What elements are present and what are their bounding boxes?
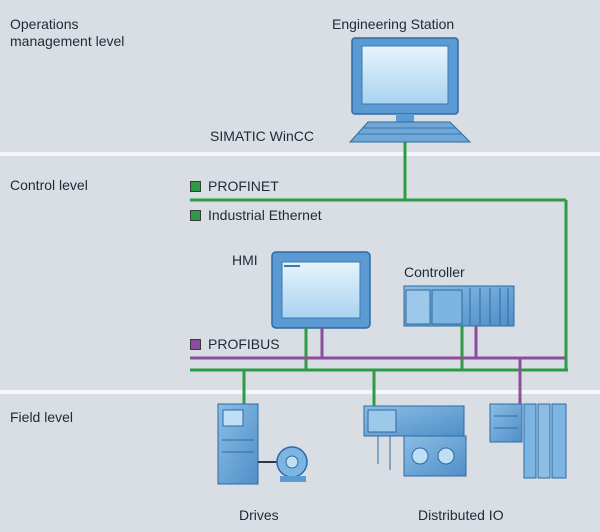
legend-profibus: PROFIBUS [190,336,280,353]
field-level-label: Field level [10,409,74,425]
engineering-station-pc-icon [348,37,472,143]
industrial-ethernet-network-lines [190,142,568,406]
divider-operations-control [0,152,600,156]
industrial-ethernet-label: Industrial Ethernet [208,207,322,223]
distributed-io-station-1-icon [363,405,467,477]
controller-label: Controller [404,264,465,280]
legend-profinet: PROFINET [190,178,279,195]
drive-and-motor-icon [217,403,308,485]
engineering-station-label: Engineering Station [332,16,455,32]
profibus-network-lines [190,326,566,404]
industrial-ethernet-swatch [190,210,201,221]
operations-level-label: Operations management level [10,16,125,49]
drives-label: Drives [239,507,279,523]
profibus-label: PROFIBUS [208,336,280,352]
hmi-panel-icon [271,251,371,329]
control-level-label: Control level [10,177,88,193]
distributed-io-label: Distributed IO [418,507,504,523]
profinet-label: PROFINET [208,178,279,194]
controller-plc-icon [403,285,515,327]
distributed-io-station-2-icon [489,403,567,479]
hmi-label: HMI [232,252,258,268]
profinet-swatch [190,181,201,192]
divider-control-field [0,390,600,394]
simatic-wincc-label: SIMATIC WinCC [210,128,314,144]
profibus-swatch [190,339,201,350]
legend-industrial-ethernet: Industrial Ethernet [190,207,322,224]
